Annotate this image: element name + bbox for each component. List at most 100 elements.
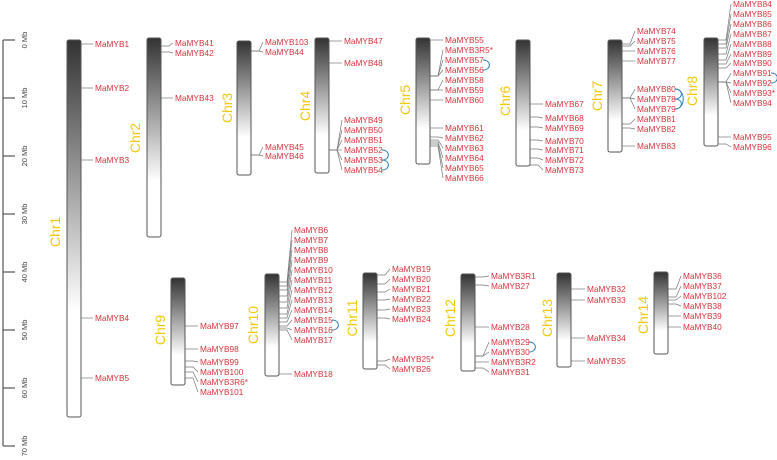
gene-label: MaMYB94 (733, 98, 772, 108)
gene-connector (279, 279, 293, 309)
ruler-tick-label: 70 Mb (20, 436, 29, 457)
gene-connector (185, 366, 199, 373)
gene-connector (279, 249, 293, 291)
gene-label: MaMYB41 (175, 38, 214, 48)
chromosome-bar (703, 37, 719, 147)
chromosome-label: Chr12 (442, 299, 458, 337)
gene-connector (718, 3, 732, 41)
gene-connector (475, 351, 490, 357)
ruler-tick-label: 50 Mb (20, 320, 29, 341)
gene-label: MaMYB4 (95, 313, 130, 323)
gene-connector (251, 41, 264, 52)
gene-connector (475, 367, 490, 373)
gene-label: MaMYB55 (445, 35, 484, 45)
gene-connector (718, 143, 732, 148)
gene-label: MaMYB33 (587, 295, 626, 305)
chromosome-label: Chr3 (219, 93, 235, 124)
gene-connector (279, 289, 293, 315)
gene-label: MaMYB16 (294, 325, 333, 335)
gene-label: MaMYB1 (95, 39, 130, 49)
duplication-link (770, 72, 777, 84)
gene-connector (430, 145, 444, 179)
gene-label: MaMYB83 (637, 141, 676, 151)
gene-label: MaMYB3R1 (491, 271, 536, 281)
chromosome-label: Chr11 (344, 299, 360, 336)
chromosome-bar (515, 39, 531, 167)
gene-label: MaMYB43 (175, 93, 214, 103)
gene-label: MaMYB89 (733, 49, 772, 59)
chromosome-chr7: Chr7MaMYB74MaMYB75MaMYB76MaMYB77MaMYB80M… (589, 26, 684, 153)
gene-label: MaMYB85 (733, 9, 772, 19)
chromosome-bar (556, 272, 572, 368)
ruler-tick-label: 40 Mb (20, 262, 29, 283)
chromosome-chr5: Chr5MaMYB55MaMYB3R5*MaMYB57MaMYB56MaMYB5… (397, 35, 494, 183)
gene-connector (668, 295, 682, 301)
gene-label: MaMYB45 (265, 142, 304, 152)
gene-connector (279, 239, 293, 287)
gene-label: MaMYB62 (445, 133, 484, 143)
gene-label: MaMYB99 (200, 357, 239, 367)
chromosome-label: Chr5 (397, 85, 413, 116)
gene-label: MaMYB54 (344, 165, 383, 175)
gene-connector (377, 308, 391, 311)
gene-label: MaMYB82 (637, 124, 676, 134)
gene-connector (530, 139, 544, 142)
gene-connector (377, 268, 391, 276)
gene-label: MaMYB28 (491, 322, 530, 332)
gene-label: MaMYB40 (683, 322, 722, 332)
gene-label: MaMYB60 (445, 95, 484, 105)
gene-connector (279, 259, 293, 297)
gene-label: MaMYB47 (344, 36, 383, 46)
chromosome-bar (460, 273, 476, 372)
gene-label: MaMYB13 (294, 295, 333, 305)
gene-label: MaMYB15 (294, 315, 333, 325)
gene-label: MaMYB86 (733, 19, 772, 29)
chromosome-chr12: Chr12MaMYB3R1MaMYB27MaMYB28MaMYB29MaMYB3… (442, 271, 536, 377)
gene-label: MaMYB26 (392, 364, 431, 374)
gene-connector (161, 51, 174, 54)
gene-connector (622, 40, 636, 47)
gene-label: MaMYB2 (95, 83, 130, 93)
chromosome-label: Chr6 (497, 86, 513, 117)
gene-label: MaMYB90 (733, 58, 772, 68)
gene-connector (718, 43, 732, 61)
gene-label: MaMYB102 (683, 291, 727, 301)
duplication-link (674, 98, 682, 110)
gene-connector (530, 116, 544, 119)
gene-label: MaMYB22 (392, 294, 431, 304)
gene-connector (622, 30, 636, 45)
gene-connector (161, 42, 174, 47)
chromosome-bar (66, 39, 82, 418)
chromosome-chr8: Chr8MaMYB84MaMYB85MaMYB86MaMYB87MaMYB88M… (684, 0, 777, 152)
chromosome-chr10: Chr10MaMYB6MaMYB7MaMYB8MaMYB9MaMYB10MaMY… (245, 225, 339, 379)
gene-label: MaMYB80 (637, 84, 676, 94)
gene-label: MaMYB61 (445, 123, 484, 133)
gene-label: MaMYB44 (265, 47, 304, 57)
ruler-tick-label: 0 Mb (20, 32, 29, 49)
gene-connector (530, 164, 544, 171)
gene-label: MaMYB77 (637, 56, 676, 66)
gene-connector (530, 126, 544, 129)
gene-connector (718, 72, 732, 83)
gene-connector (185, 377, 199, 393)
gene-label: MaMYB11 (294, 275, 333, 285)
gene-label: MaMYB37 (683, 281, 722, 291)
gene-connector (377, 317, 391, 320)
gene-label: MaMYB7 (294, 235, 329, 245)
gene-label: MaMYB71 (545, 145, 584, 155)
gene-label: MaMYB95 (733, 132, 772, 142)
duplication-link (482, 59, 490, 71)
gene-connector (718, 33, 732, 55)
gene-connector (279, 327, 293, 331)
gene-label: MaMYB63 (445, 143, 484, 153)
gene-connector (377, 278, 391, 285)
gene-connector (430, 143, 444, 169)
gene-label: MaMYB6 (294, 225, 329, 235)
gene-connector (279, 319, 293, 327)
chromosome-bar (314, 37, 330, 174)
gene-label: MaMYB10 (294, 265, 333, 275)
